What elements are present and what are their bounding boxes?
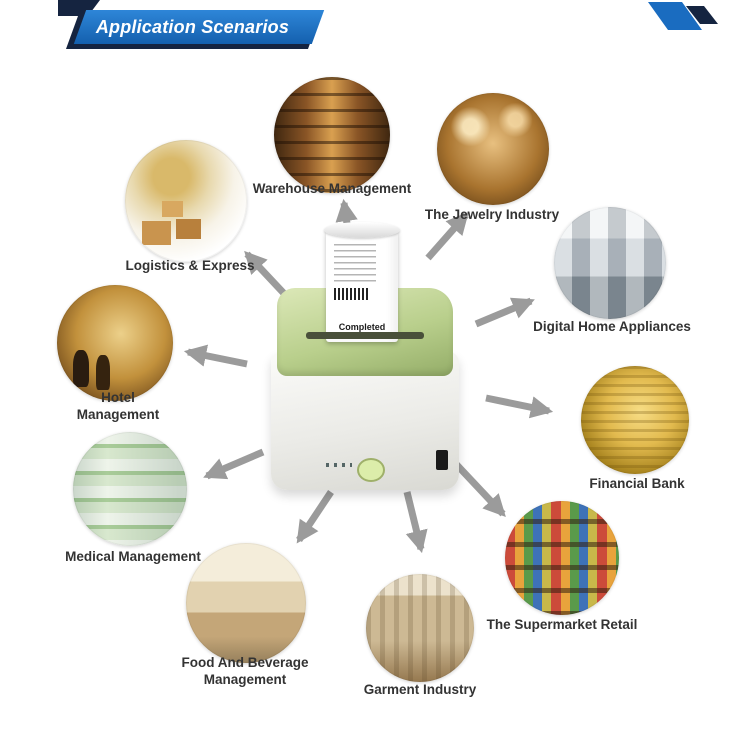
receipt-paper: Completed [326, 230, 398, 342]
hotel-photo [57, 285, 173, 401]
logistics-photo [125, 140, 247, 262]
header-banner: Application Scenarios [73, 10, 325, 44]
arrow-to-medical [203, 448, 265, 480]
header-decorations [58, 0, 718, 30]
blue-chevron-icon [648, 2, 702, 30]
label-hotel: Hotel Management [76, 390, 160, 422]
label-jewelry: The Jewelry Industry [424, 207, 560, 222]
supermarket-photo [505, 501, 619, 615]
label-garment: Garment Industry [363, 682, 477, 697]
arrow-to-jewelry [425, 211, 469, 261]
paper-exit-slot [306, 332, 424, 339]
warehouse-photo [274, 77, 390, 193]
receipt-barcode [334, 288, 370, 300]
arrow-to-hotel [183, 344, 248, 368]
label-supermarket: The Supermarket Retail [486, 617, 638, 632]
page-title: Application Scenarios [96, 16, 290, 37]
label-food: Food And Beverage Management [181, 655, 309, 687]
printer-indicator-lights [326, 463, 352, 467]
printer-power-switch [436, 450, 448, 470]
label-medical: Medical Management [65, 549, 201, 564]
printer-feed-button [357, 458, 385, 482]
financial-photo [581, 366, 689, 474]
navy-chevron-icon [686, 6, 718, 24]
arrow-to-appliances [474, 297, 535, 328]
medical-photo [73, 432, 187, 546]
appliances-photo [554, 207, 666, 319]
garment-photo [366, 574, 474, 682]
label-warehouse: Warehouse Management [252, 181, 412, 196]
label-financial: Financial Bank [589, 476, 685, 491]
receipt-text-lines [334, 244, 376, 282]
receipt-status-text: Completed [338, 322, 386, 332]
arrow-to-supermarket [453, 461, 506, 518]
food-photo [186, 543, 306, 663]
arrow-to-financial [485, 394, 554, 419]
receipt-paper-curl [324, 222, 400, 238]
arrow-to-food [296, 490, 334, 544]
label-logistics: Logistics & Express [125, 258, 255, 273]
label-appliances: Digital Home Appliances [533, 319, 691, 334]
arrow-to-garment [403, 491, 428, 554]
jewelry-photo [437, 93, 549, 205]
